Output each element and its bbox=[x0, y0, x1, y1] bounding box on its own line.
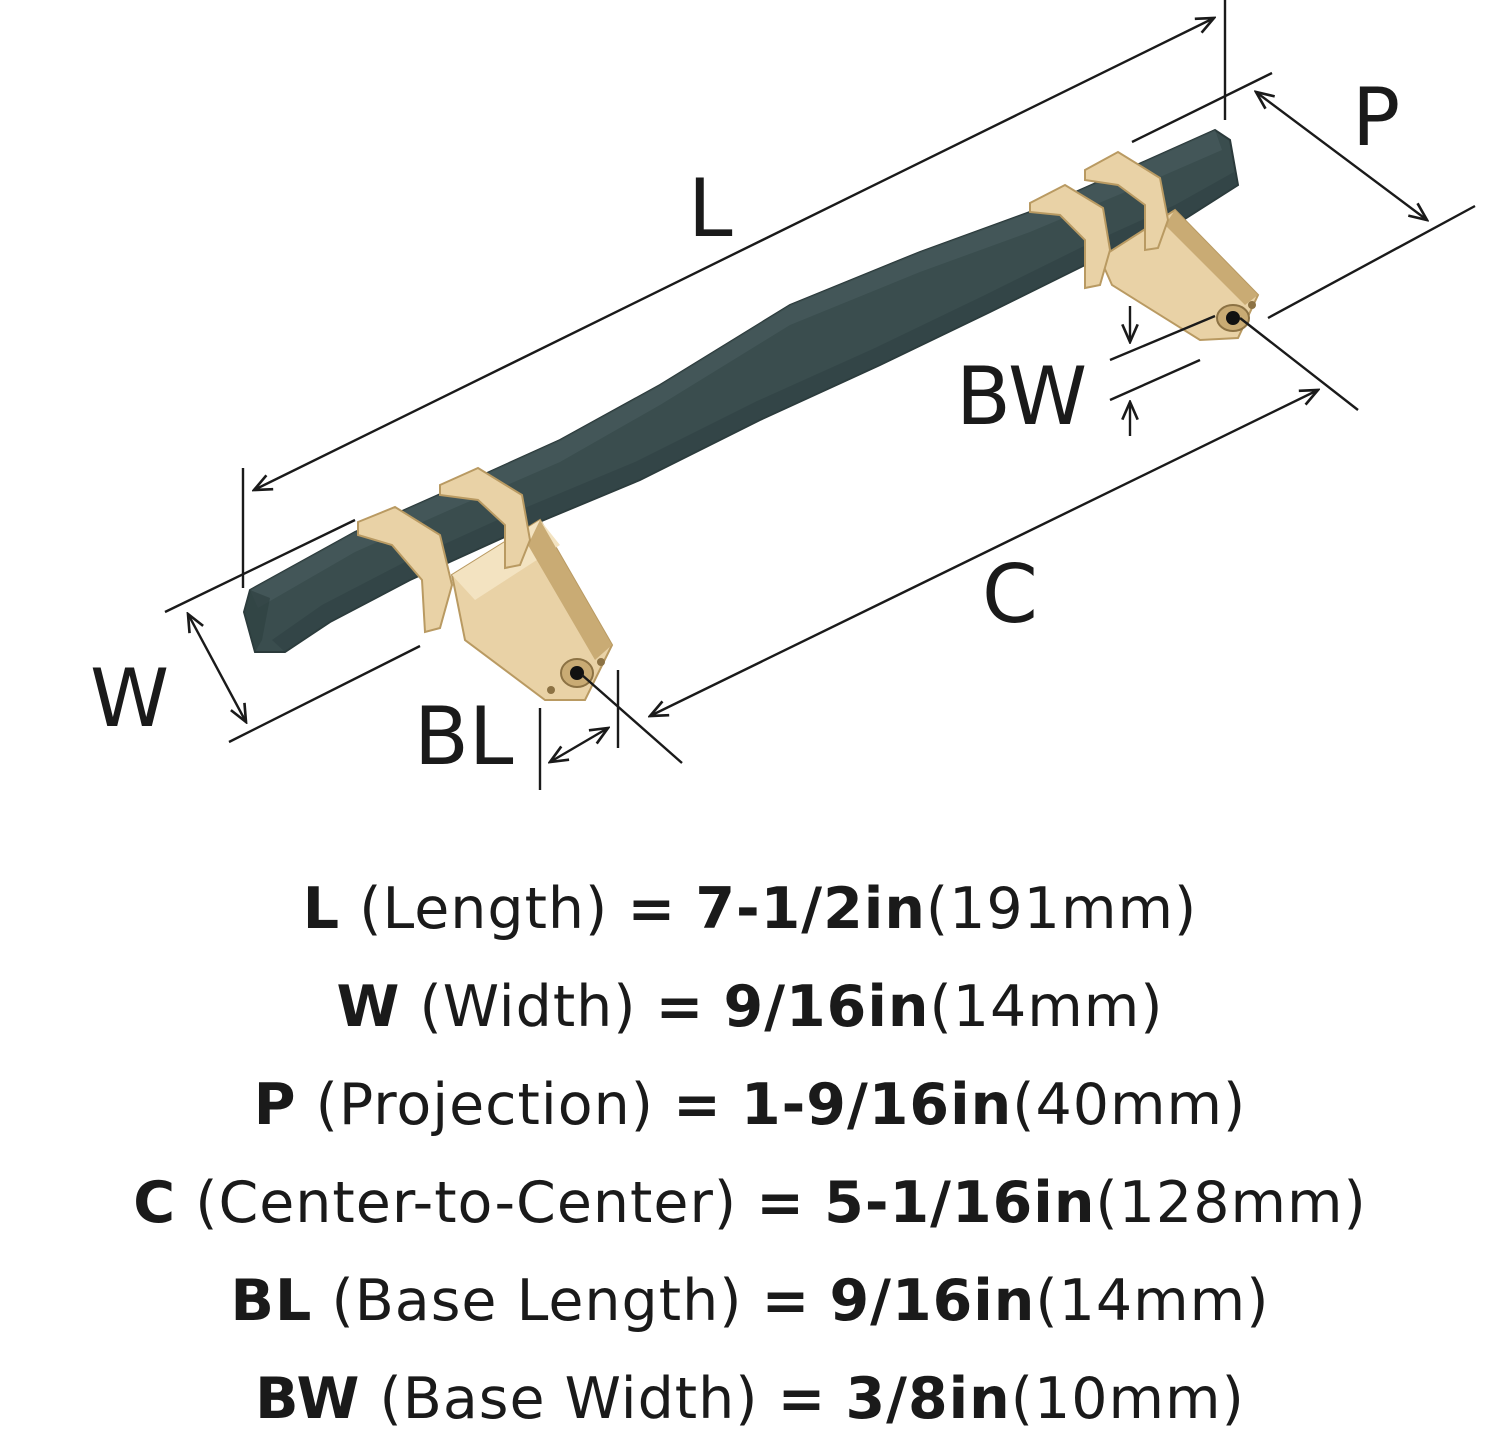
spec-metric: (14mm) bbox=[929, 974, 1164, 1040]
dimension-lines bbox=[164, 0, 1476, 790]
spec-equals: = bbox=[627, 876, 677, 942]
spec-imperial: 9/16in bbox=[723, 974, 930, 1040]
label-C: C bbox=[982, 548, 1038, 641]
spec-name: (Projection) bbox=[315, 1072, 654, 1138]
spec-equals: = bbox=[756, 1170, 806, 1236]
spec-imperial: 9/16in bbox=[829, 1268, 1036, 1334]
spec-equals: = bbox=[777, 1366, 827, 1432]
spec-equals: = bbox=[655, 974, 705, 1040]
label-BL: BL bbox=[414, 690, 514, 783]
spec-key: P bbox=[253, 1072, 297, 1138]
label-W: W bbox=[90, 652, 169, 745]
spec-name: (Length) bbox=[359, 876, 609, 942]
spec-row: W (Width) = 9/16in(14mm) bbox=[0, 958, 1500, 1056]
spec-imperial: 5-1/16in bbox=[824, 1170, 1096, 1236]
dimension-diagram: L P BW C W BL bbox=[90, 0, 1476, 790]
spec-name: (Base Width) bbox=[379, 1366, 759, 1432]
cabinet-pull-illustration bbox=[242, 128, 1260, 701]
center-dimension-line bbox=[650, 390, 1318, 716]
spec-metric: (128mm) bbox=[1095, 1170, 1367, 1236]
spec-imperial: 1-9/16in bbox=[740, 1072, 1013, 1138]
spec-key: C bbox=[133, 1170, 177, 1236]
spec-imperial: 3/8in bbox=[845, 1366, 1011, 1432]
spec-name: (Base Length) bbox=[331, 1268, 743, 1334]
spec-metric: (10mm) bbox=[1010, 1366, 1245, 1432]
base-length-dimension-line bbox=[550, 728, 608, 762]
spec-imperial: 7-1/2in bbox=[695, 876, 926, 942]
center-line-left bbox=[581, 674, 683, 764]
spec-metric: (191mm) bbox=[925, 876, 1198, 942]
label-P: P bbox=[1352, 71, 1400, 164]
width-extension-bottom bbox=[228, 644, 421, 744]
spec-row: P (Projection) = 1-9/16in(40mm) bbox=[0, 1056, 1500, 1154]
left-collar-outer bbox=[357, 505, 454, 634]
spec-row: BL (Base Length) = 9/16in(14mm) bbox=[0, 1252, 1500, 1350]
projection-extension-bottom bbox=[1267, 204, 1476, 320]
spec-row: BW (Base Width) = 3/8in(10mm) bbox=[0, 1350, 1500, 1448]
width-dimension-line bbox=[188, 614, 246, 722]
length-dimension-line bbox=[254, 18, 1214, 490]
spec-equals: = bbox=[673, 1072, 722, 1138]
spec-key: L bbox=[302, 876, 341, 942]
base-width-extension-bottom bbox=[1109, 358, 1201, 402]
spec-key: BL bbox=[230, 1268, 313, 1334]
label-BW: BW bbox=[956, 350, 1087, 443]
spec-row: L (Length) = 7-1/2in(191mm) bbox=[0, 860, 1500, 958]
spec-name: (Width) bbox=[419, 974, 637, 1040]
spec-key: BW bbox=[255, 1366, 361, 1432]
spec-key: W bbox=[336, 974, 401, 1040]
center-line-right bbox=[1239, 317, 1359, 411]
spec-metric: (14mm) bbox=[1035, 1268, 1270, 1334]
projection-extension-top bbox=[1131, 71, 1273, 144]
spec-equals: = bbox=[761, 1268, 811, 1334]
projection-dimension-line bbox=[1256, 92, 1427, 220]
spec-metric: (40mm) bbox=[1012, 1072, 1247, 1138]
width-extension-top bbox=[164, 518, 356, 614]
specification-list: L (Length) = 7-1/2in(191mm)W (Width) = 9… bbox=[0, 860, 1500, 1448]
spec-row: C (Center-to-Center) = 5-1/16in(128mm) bbox=[0, 1154, 1500, 1252]
spec-name: (Center-to-Center) bbox=[195, 1170, 738, 1236]
label-L: L bbox=[688, 162, 733, 255]
dimension-letters: L P BW C W BL bbox=[90, 71, 1400, 783]
base-width-extension-top bbox=[1109, 314, 1216, 362]
